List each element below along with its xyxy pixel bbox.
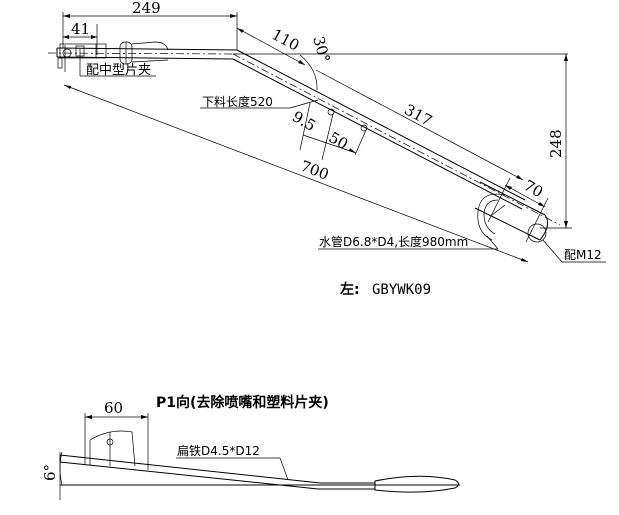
side-view-title: P1向(去除喷嘴和塑料片夹) <box>156 394 329 411</box>
water-pipe-note: 水管D6.8*D4,长度980mm <box>318 234 499 250</box>
side-view: P1向(去除喷嘴和塑料片夹) 60 <box>41 394 460 500</box>
dim-110-label: 110 <box>269 25 303 54</box>
top-view: 249 41 <box>47 0 606 298</box>
dim-50-label: 50 <box>326 128 352 153</box>
dim-70: 70 <box>487 176 549 243</box>
clip-note: 配中型片夹 <box>79 48 156 78</box>
part-label-prefix: 左: <box>339 281 360 298</box>
angle-6: 6° <box>41 451 63 500</box>
dim-60: 60 <box>84 399 149 470</box>
wiper-arm-angled <box>232 49 561 243</box>
dim-248-label: 248 <box>547 129 565 158</box>
dim-41-label: 41 <box>71 20 90 38</box>
dim-9-5-label: 9.5 <box>289 107 319 135</box>
cut-length-label: 下料长度520 <box>202 94 273 109</box>
dim-317: 317 <box>315 69 524 181</box>
side-bar <box>59 454 460 493</box>
dim-317-label: 317 <box>401 100 435 129</box>
dim-700-label: 700 <box>298 157 331 184</box>
cut-length-note: 下料长度520 <box>200 94 319 109</box>
water-pipe-label: 水管D6.8*D4,长度980mm <box>319 234 468 249</box>
part-label: 左: GBYWK09 <box>339 281 431 298</box>
part-label-code: GBYWK09 <box>372 282 431 298</box>
angle-30-label: 30° <box>309 34 333 64</box>
clip-note-label: 配中型片夹 <box>86 63 151 78</box>
dim-110: 110 <box>236 25 306 66</box>
angle-30: 30° <box>299 34 334 91</box>
flat-iron-label: 扁铁D4.5*D12 <box>177 444 260 458</box>
angle-6-label: 6° <box>41 464 59 481</box>
dim-248: 248 <box>540 54 572 229</box>
flat-iron-note: 扁铁D4.5*D12 <box>176 444 289 481</box>
nut-label: 配M12 <box>564 248 602 262</box>
dim-249: 249 <box>62 0 238 50</box>
wiper-arm-straight <box>47 41 238 72</box>
dim-70-label: 70 <box>521 176 547 201</box>
dim-249-label: 249 <box>132 0 161 17</box>
dim-60-label: 60 <box>104 399 123 417</box>
dim-41: 41 <box>63 20 98 55</box>
nut-note: 配M12 <box>542 239 606 263</box>
